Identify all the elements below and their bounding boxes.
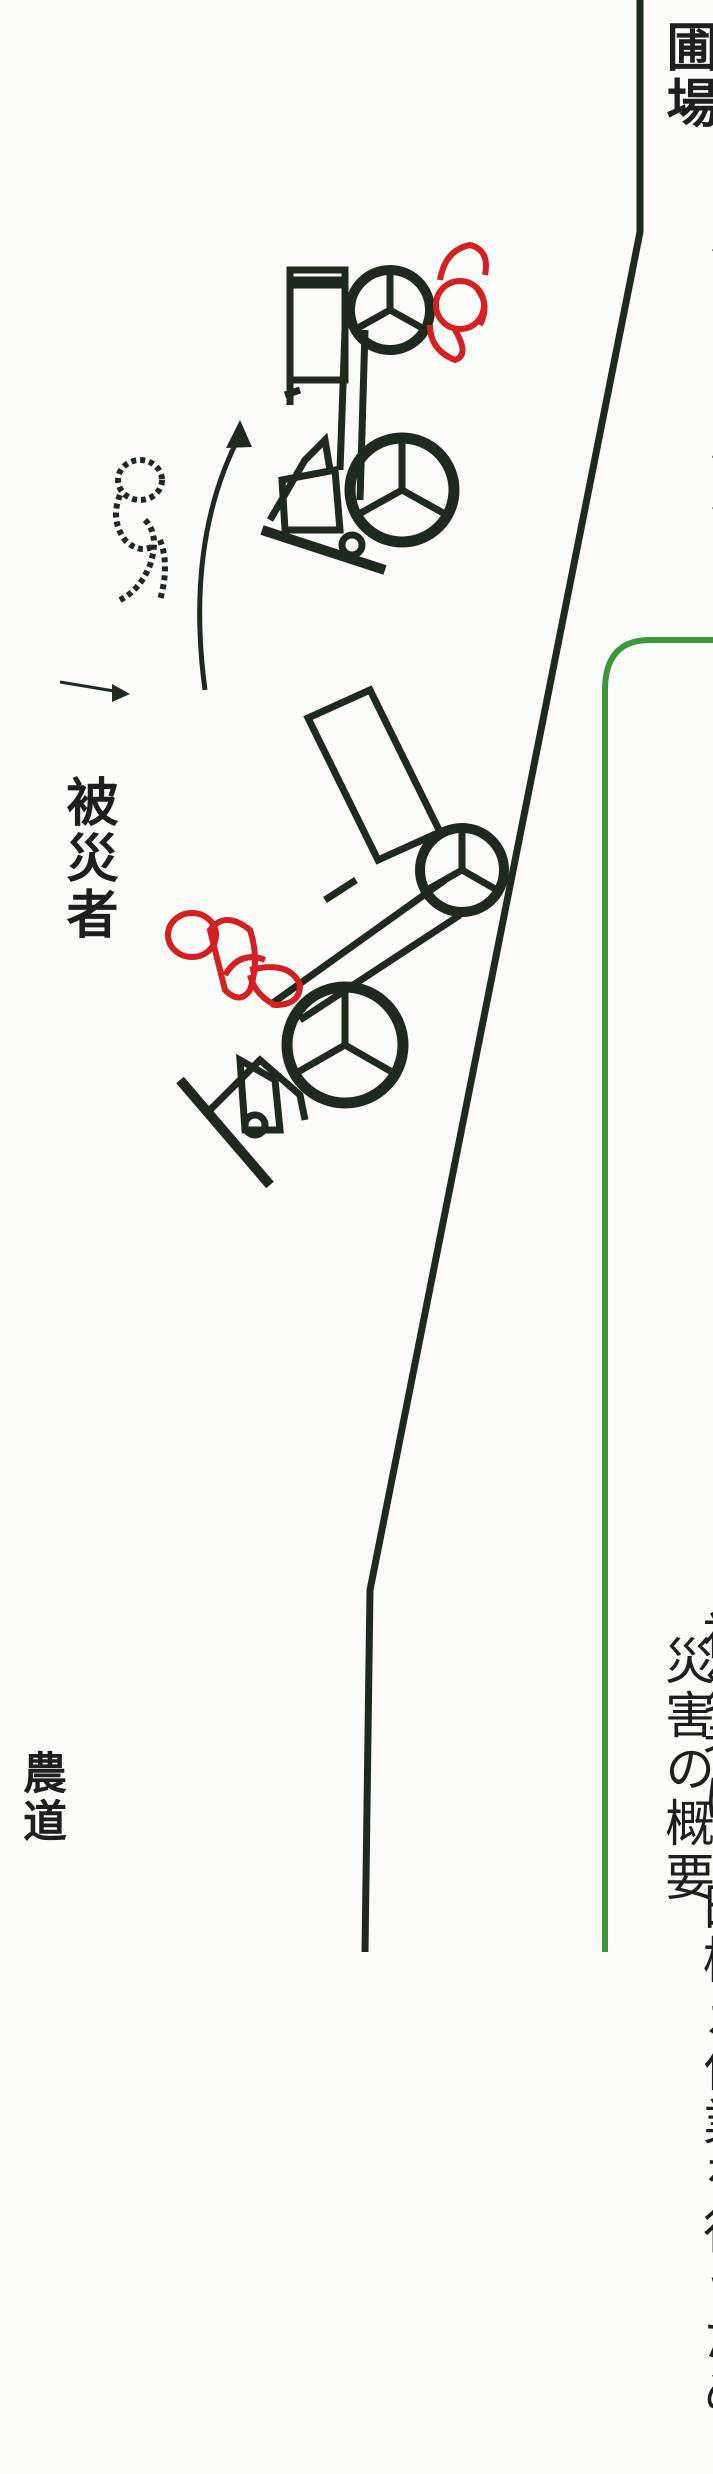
label-field: 圃場 [657,20,713,132]
label-farm-road: 農道 [15,1750,66,1846]
trajectory-arrow [197,433,243,691]
overview-description: 籾苗を積んだ田植機で [702,60,713,580]
trajectory-arrowhead [226,420,252,448]
overview-text: 被災者は、田植え作業を行うため、 [695,1610,713,2474]
wheel-front-2 [345,265,435,355]
wheel-front-1 [415,823,509,917]
rice-planter-before [176,685,509,1189]
label-victim: 被災者 [57,775,117,943]
victim-figure-fallen [427,241,489,364]
wheel-rear-2 [344,432,460,548]
overview-heading: 災害の概要 [657,1635,713,1905]
victim-pointer-line [59,680,121,694]
victim-figure-seated [165,910,304,1009]
overview-frame [602,637,713,1952]
victim-figure-airborne [113,457,168,603]
ground-profile [361,0,644,1952]
victim-pointer-arrowhead [112,684,130,702]
rice-planter-after [260,265,460,575]
accident-diagram [59,0,713,1952]
